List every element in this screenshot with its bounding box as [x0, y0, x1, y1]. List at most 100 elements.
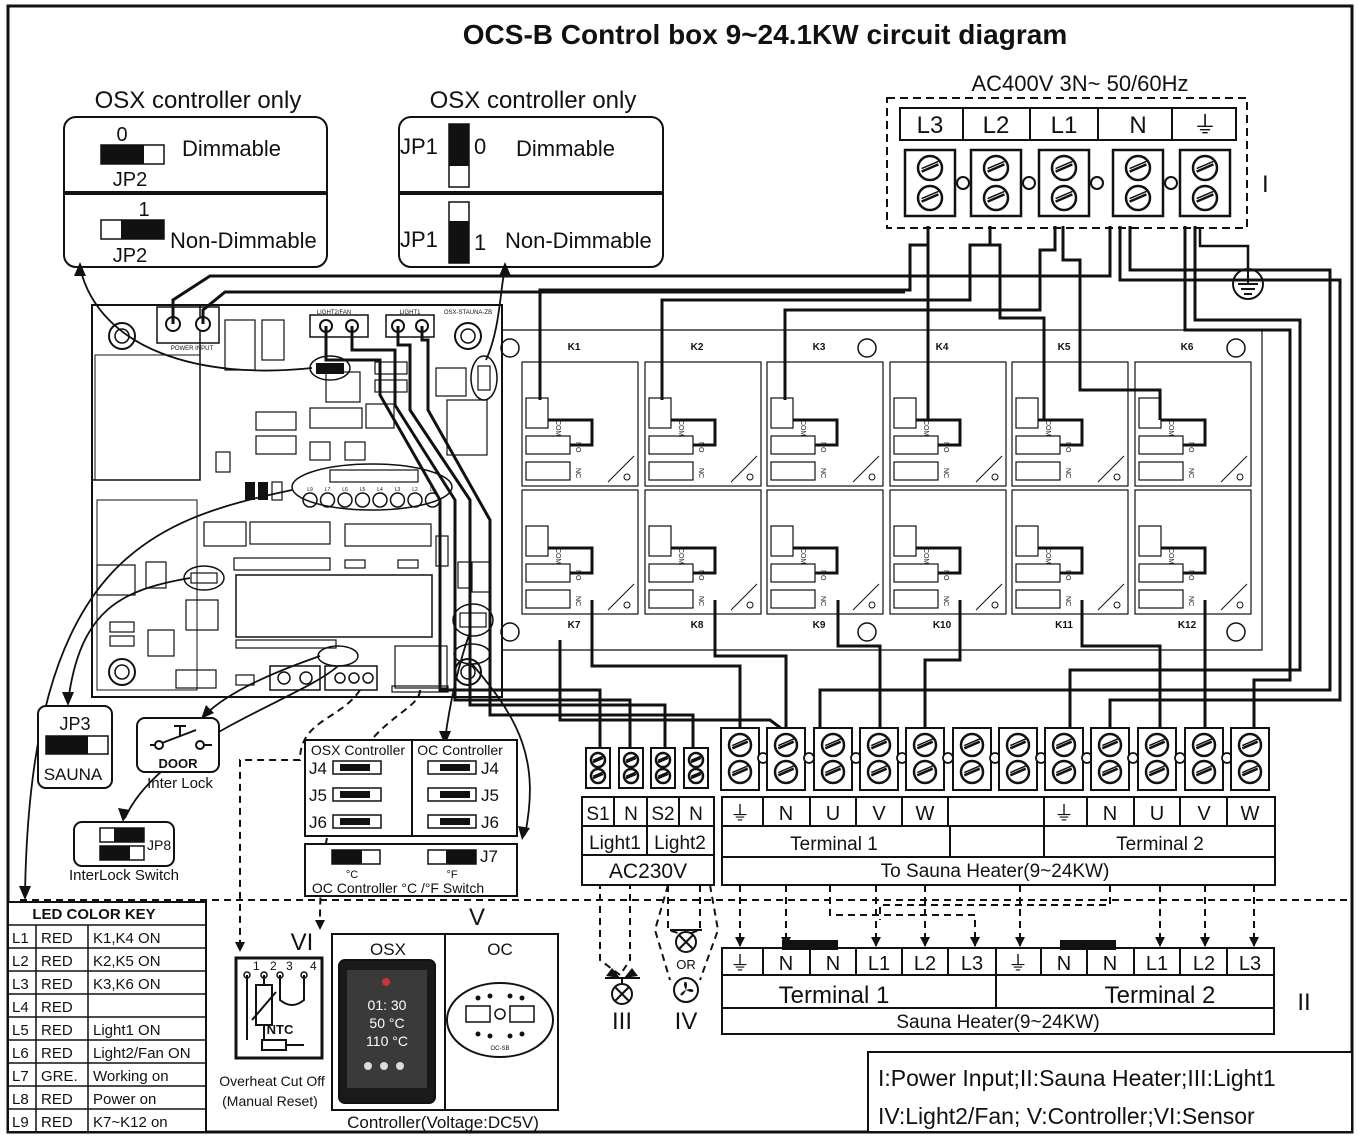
light1-label: Light1: [589, 833, 641, 854]
relay-no-label: NO: [574, 570, 581, 581]
pcb-led: [389, 492, 406, 508]
relay-nc-label: NC: [1064, 596, 1071, 606]
power-terminal-label: L3: [917, 112, 944, 139]
heater-terminal-label: U: [1150, 803, 1164, 825]
controller-roman: V: [469, 904, 485, 931]
light-lamp: III: [605, 977, 640, 1035]
legend-line2: IV:Light2/Fan; V:Controller;VI:Sensor: [878, 1103, 1255, 1129]
heater-screw: [1097, 732, 1123, 758]
pcb-led-label: L5: [360, 487, 366, 493]
heater-screw: [959, 759, 985, 785]
sauna-heater-terminal-label: ⏚: [1008, 953, 1028, 975]
j7-label: J7: [480, 847, 498, 866]
led-key-color: RED: [41, 976, 73, 993]
sensor-pin-label: 4: [310, 959, 317, 973]
light-screw: [654, 751, 672, 769]
relay-com-label: COM: [1044, 548, 1051, 565]
dashed-arrow: [1200, 937, 1210, 947]
osx-controller-header: OSX Controller: [311, 742, 405, 758]
sauna-heater-terminal-label: ⏚: [730, 953, 750, 975]
power-input-header: AC400V 3N~ 50/60Hz: [971, 71, 1188, 96]
light-roman: III: [612, 1008, 632, 1035]
pcb-light1-label: LIGHT1: [399, 310, 421, 316]
led-key-meaning: K7~K12 on: [93, 1114, 168, 1131]
door-line2: Inter Lock: [147, 775, 213, 792]
heater-screw: [1097, 759, 1123, 785]
heater-screw: [1237, 759, 1263, 785]
jp2-top-pos: 0: [116, 124, 127, 146]
pcb-led: [302, 492, 318, 508]
pcb-led: [319, 492, 336, 508]
dashed-arrow: [871, 937, 881, 947]
heater-terminal-label: W: [1241, 803, 1260, 825]
power-screw: [916, 154, 944, 182]
led-key-led: L3: [12, 976, 29, 993]
led-key-color: RED: [41, 999, 73, 1016]
light-screw: [687, 767, 705, 785]
door-line1: DOOR: [159, 756, 199, 771]
light-screw: [622, 751, 640, 769]
relay-name: K8: [691, 620, 704, 631]
heater-terminal-label: V: [1197, 803, 1211, 825]
led-key-color: RED: [41, 1091, 73, 1108]
light-terminal-label: S2: [651, 804, 674, 825]
sauna-heater-terminal-label: L2: [1193, 953, 1215, 975]
heater-screw: [773, 759, 799, 785]
relay-com-label: COM: [677, 548, 684, 565]
relay-no-label: NO: [697, 442, 704, 453]
dashed-arrow: [970, 937, 980, 947]
oc-panel: [446, 982, 554, 1058]
heater-screw: [773, 732, 799, 758]
jp1-panel: OSX controller only JP1 0 Dimmable JP1 1…: [398, 87, 664, 268]
led-key-led: L6: [12, 1045, 29, 1062]
relay-nc-label: NC: [819, 468, 826, 478]
dashed-arrow: [920, 937, 930, 947]
led-key-color: RED: [41, 930, 73, 947]
heater-screw: [959, 732, 985, 758]
dashed-arrow: [735, 937, 745, 947]
relay-name: K2: [691, 342, 704, 353]
pcb-power-input-label: POWER INPUT: [171, 346, 214, 352]
relay-no-label: NO: [819, 570, 826, 581]
pcb-led-label: L7: [325, 487, 331, 493]
relay-name: K9: [813, 620, 826, 631]
power-terminal-label: L1: [1051, 112, 1078, 139]
jp1-top-label: Dimmable: [516, 136, 615, 161]
heater-screw: [1144, 759, 1170, 785]
led-key-led: L9: [12, 1114, 29, 1131]
led-key-color: RED: [41, 1114, 73, 1131]
led-key-led: L1: [12, 930, 29, 947]
relay-no-label: NO: [1187, 570, 1194, 581]
pcb-led-label: L9: [307, 487, 313, 493]
relay-nc-label: NC: [574, 468, 581, 478]
heater-screw: [1144, 732, 1170, 758]
jp2-panel-caption: OSX controller only: [95, 87, 302, 114]
relay-com-label: COM: [1167, 420, 1174, 437]
led-key-meaning: Working on: [93, 1068, 169, 1085]
heater-screw: [1051, 732, 1077, 758]
heater-screw: [820, 759, 846, 785]
led-key-meaning: Light2/Fan ON: [93, 1045, 191, 1062]
power-terminal-label: L2: [983, 112, 1010, 139]
power-terminal-label: ⏚: [1193, 112, 1217, 139]
relay-nc-label: NC: [1064, 468, 1071, 478]
heater-screw: [1005, 759, 1031, 785]
pcb-led-label: L4: [377, 487, 383, 493]
relay-no-label: NO: [1064, 442, 1071, 453]
jp1-top-pos: 0: [474, 134, 486, 159]
relay-com-label: COM: [554, 548, 561, 565]
dashed-arrow: [1015, 937, 1025, 947]
relay-no-label: NO: [942, 442, 949, 453]
led-key-color: RED: [41, 953, 73, 970]
jp2-bottom-label: Non-Dimmable: [170, 228, 317, 253]
sauna-heater-terminal-label: N: [826, 953, 840, 975]
sauna-heater-terminal-label: L2: [914, 953, 936, 975]
